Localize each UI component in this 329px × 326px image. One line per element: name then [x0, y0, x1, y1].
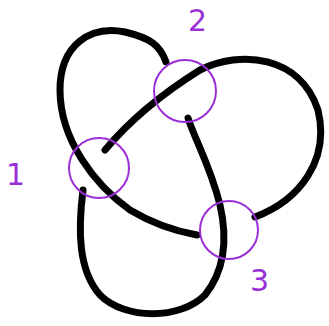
crossing-circle	[69, 138, 129, 198]
callout-number: 2	[188, 6, 207, 36]
knot-strand	[105, 59, 321, 217]
callout-number: 3	[250, 266, 269, 296]
crossing-circle	[154, 60, 216, 122]
callout-number: 1	[6, 160, 25, 190]
crossing-circle	[200, 201, 258, 259]
